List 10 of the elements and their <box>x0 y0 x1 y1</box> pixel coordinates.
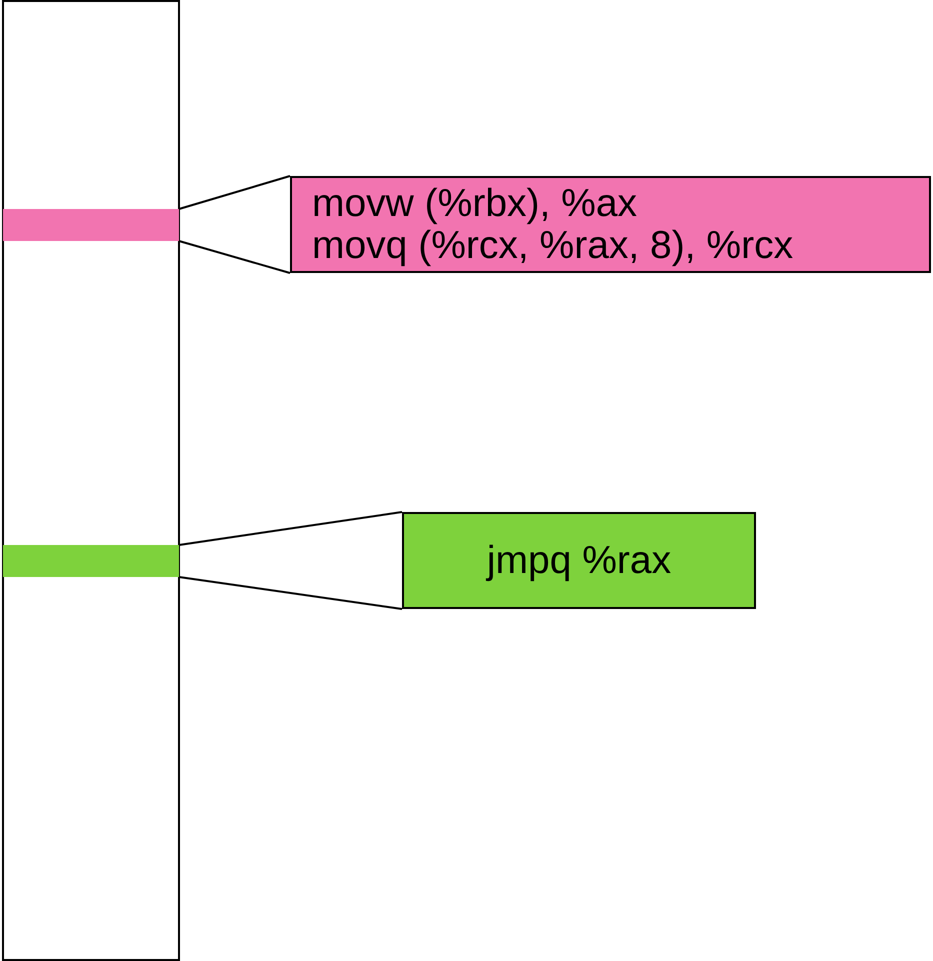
highlight-bar <box>3 209 179 241</box>
memory-column <box>2 0 180 961</box>
instruction-text: jmpq %rax <box>486 540 672 582</box>
highlight-bar <box>3 545 179 577</box>
callout-box <box>290 176 931 273</box>
zoom-callout-lines <box>178 175 291 274</box>
instruction-text: movq (%rcx, %rax, 8), %rcx <box>312 224 794 266</box>
callout-box <box>402 512 756 609</box>
zoom-callout-lines <box>178 511 403 610</box>
instruction-text: movw (%rbx), %ax <box>312 182 638 224</box>
